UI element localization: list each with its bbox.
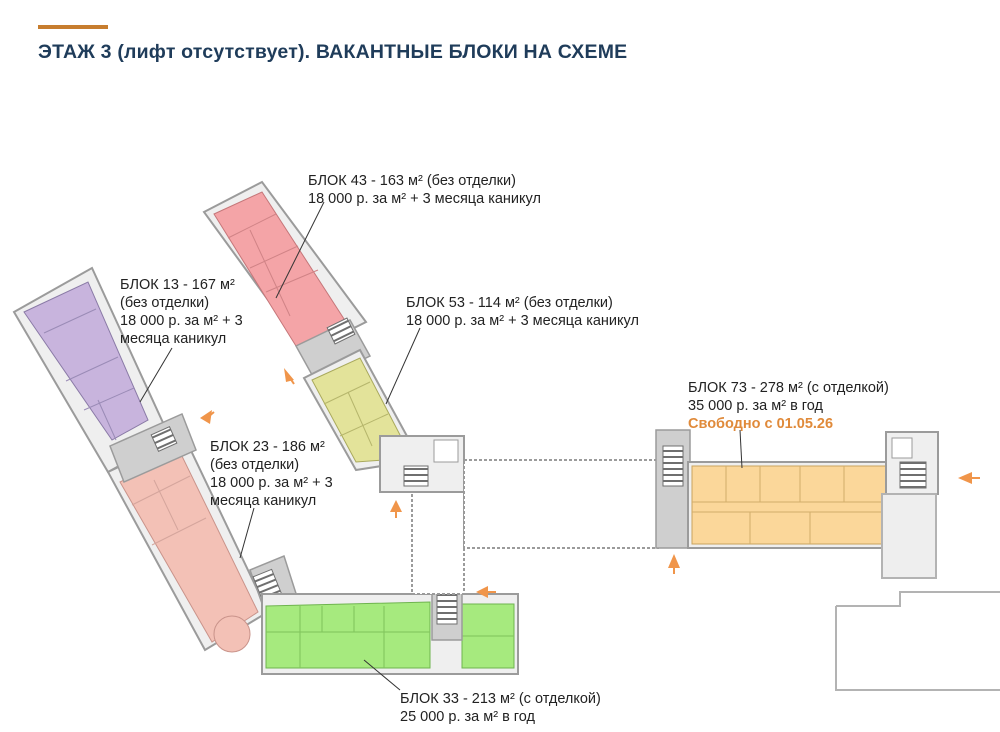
block-43-price: 18 000 р. за м² + 3 месяца каникул: [308, 191, 541, 207]
entrance-arrow-icon: [668, 554, 680, 568]
entrance-arrow-icon: [284, 368, 294, 382]
block-13-holiday: месяца каникул: [120, 331, 227, 347]
block-13-finish: (без отделки): [120, 295, 210, 311]
wc-room: [433, 439, 459, 463]
block-23-holiday: месяца каникул: [210, 493, 317, 509]
staircase-icon: [326, 317, 356, 345]
block-73-area[interactable]: [691, 465, 887, 545]
block-13-price: 18 000 р. за м² + 3: [120, 313, 243, 329]
block-33-title: БЛОК 33 - 213 м² (с отделкой): [400, 691, 601, 707]
entrance-arrow-stems: [207, 377, 980, 593]
leader-lines: [139, 201, 743, 691]
block-23-price: 18 000 р. за м² + 3: [210, 475, 333, 491]
east-outline-building: [835, 493, 1000, 691]
entrance-arrows: [200, 368, 972, 598]
block-33-label: БЛОК 33 - 213 м² (с отделкой) 25 000 р. …: [400, 690, 601, 726]
entrance-arrow-icon: [390, 500, 402, 512]
wing-73: [687, 461, 889, 549]
staircase-icon: [150, 426, 178, 452]
wing-33: [261, 587, 519, 675]
staircase-icon: [436, 593, 458, 625]
wing-13: [12, 266, 172, 474]
block-13-area[interactable]: [23, 281, 149, 441]
block-43-title: БЛОК 43 - 163 м² (без отделки): [308, 173, 516, 189]
entrance-arrow-icon: [200, 410, 212, 424]
block-23-round-room: [213, 615, 251, 653]
block-23-label: БЛОК 23 - 186 м² (без отделки) 18 000 р.…: [210, 438, 333, 510]
block-33-price: 25 000 р. за м² в год: [400, 709, 535, 725]
block-53-price: 18 000 р. за м² + 3 месяца каникул: [406, 313, 639, 329]
title-accent-bar: [38, 25, 108, 29]
block-13-label: БЛОК 13 - 167 м² (без отделки) 18 000 р.…: [120, 276, 243, 348]
staircase-icon: [403, 465, 429, 487]
entrance-arrow-icon: [958, 472, 972, 484]
block-53-title: БЛОК 53 - 114 м² (без отделки): [406, 295, 613, 311]
block-23-finish: (без отделки): [210, 457, 300, 473]
staircase-icon: [662, 445, 684, 487]
block-73-title: БЛОК 73 - 278 м² (с отделкой): [688, 380, 889, 396]
block-23-title: БЛОК 23 - 186 м²: [210, 439, 325, 455]
staircase-icon: [899, 461, 927, 489]
corridor-north-south: [411, 489, 465, 595]
block-73-price: 35 000 р. за м² в год: [688, 398, 823, 414]
wc-room: [891, 437, 913, 459]
block-13-title: БЛОК 13 - 167 м²: [120, 277, 235, 293]
block-33-area[interactable]: [265, 601, 431, 669]
block-43-label: БЛОК 43 - 163 м² (без отделки) 18 000 р.…: [308, 172, 541, 208]
page-title: ЭТАЖ 3 (лифт отсутствует). ВАКАНТНЫЕ БЛО…: [38, 41, 628, 63]
entrance-arrow-icon: [476, 586, 488, 598]
block-53-label: БЛОК 53 - 114 м² (без отделки) 18 000 р.…: [406, 294, 639, 330]
block-73-availability: Свободно с 01.05.26: [688, 416, 834, 432]
stair-core-13: [109, 412, 197, 484]
corridor-east: [463, 459, 659, 549]
block-73-label: БЛОК 73 - 278 м² (с отделкой) 35 000 р. …: [688, 379, 889, 433]
wing-43: [202, 180, 372, 383]
